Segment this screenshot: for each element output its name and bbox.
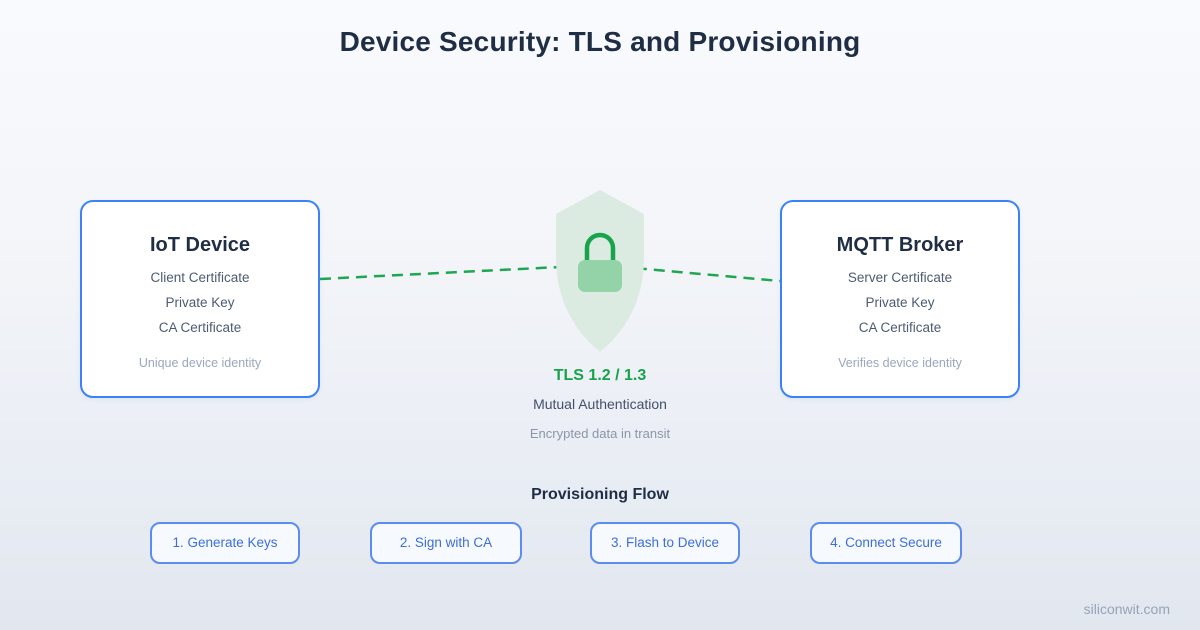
mqtt-broker-card-note: Verifies device identity (838, 356, 962, 370)
list-item: Private Key (865, 295, 935, 310)
flow-step-connect-secure[interactable]: 4. Connect Secure (810, 522, 962, 564)
flow-step-flash-to-device[interactable]: 3. Flash to Device (590, 522, 740, 564)
lock-shackle (584, 232, 616, 262)
shield-to-broker-dashed-line (599, 263, 781, 283)
flow-step-sign-with-ca[interactable]: 2. Sign with CA (370, 522, 522, 564)
page-title: Device Security: TLS and Provisioning (339, 26, 861, 57)
shield-lock-icon (556, 190, 644, 352)
iot-device-card-items: Client Certificate Private Key CA Certif… (82, 265, 318, 340)
watermark: siliconwit.com (1083, 601, 1170, 617)
lock-body (578, 260, 622, 292)
tls-info-block: TLS 1.2 / 1.3 Mutual Authentication Encr… (450, 366, 750, 441)
list-item: CA Certificate (158, 320, 242, 335)
provisioning-flow-heading: Provisioning Flow (531, 486, 669, 503)
iot-device-card-title: IoT Device (149, 234, 251, 256)
list-item: Server Certificate (847, 270, 953, 285)
list-item: CA Certificate (858, 320, 942, 335)
mqtt-broker-card-items: Server Certificate Private Key CA Certif… (782, 265, 1018, 340)
iot-device-card-note: Unique device identity (138, 356, 262, 370)
flow-step-generate-keys[interactable]: 1. Generate Keys (150, 522, 300, 564)
mqtt-broker-card: MQTT Broker Server Certificate Private K… (780, 200, 1020, 398)
tls-caption: Encrypted data in transit (529, 426, 671, 441)
list-item: Private Key (165, 295, 235, 310)
mqtt-broker-card-title: MQTT Broker (836, 234, 964, 256)
tls-subtitle: Mutual Authentication (533, 396, 667, 412)
tls-version-label: TLS 1.2 / 1.3 (553, 367, 647, 384)
device-to-shield-dashed-line (319, 263, 601, 281)
iot-device-card: IoT Device Client Certificate Private Ke… (80, 200, 320, 398)
list-item: Client Certificate (150, 270, 250, 285)
